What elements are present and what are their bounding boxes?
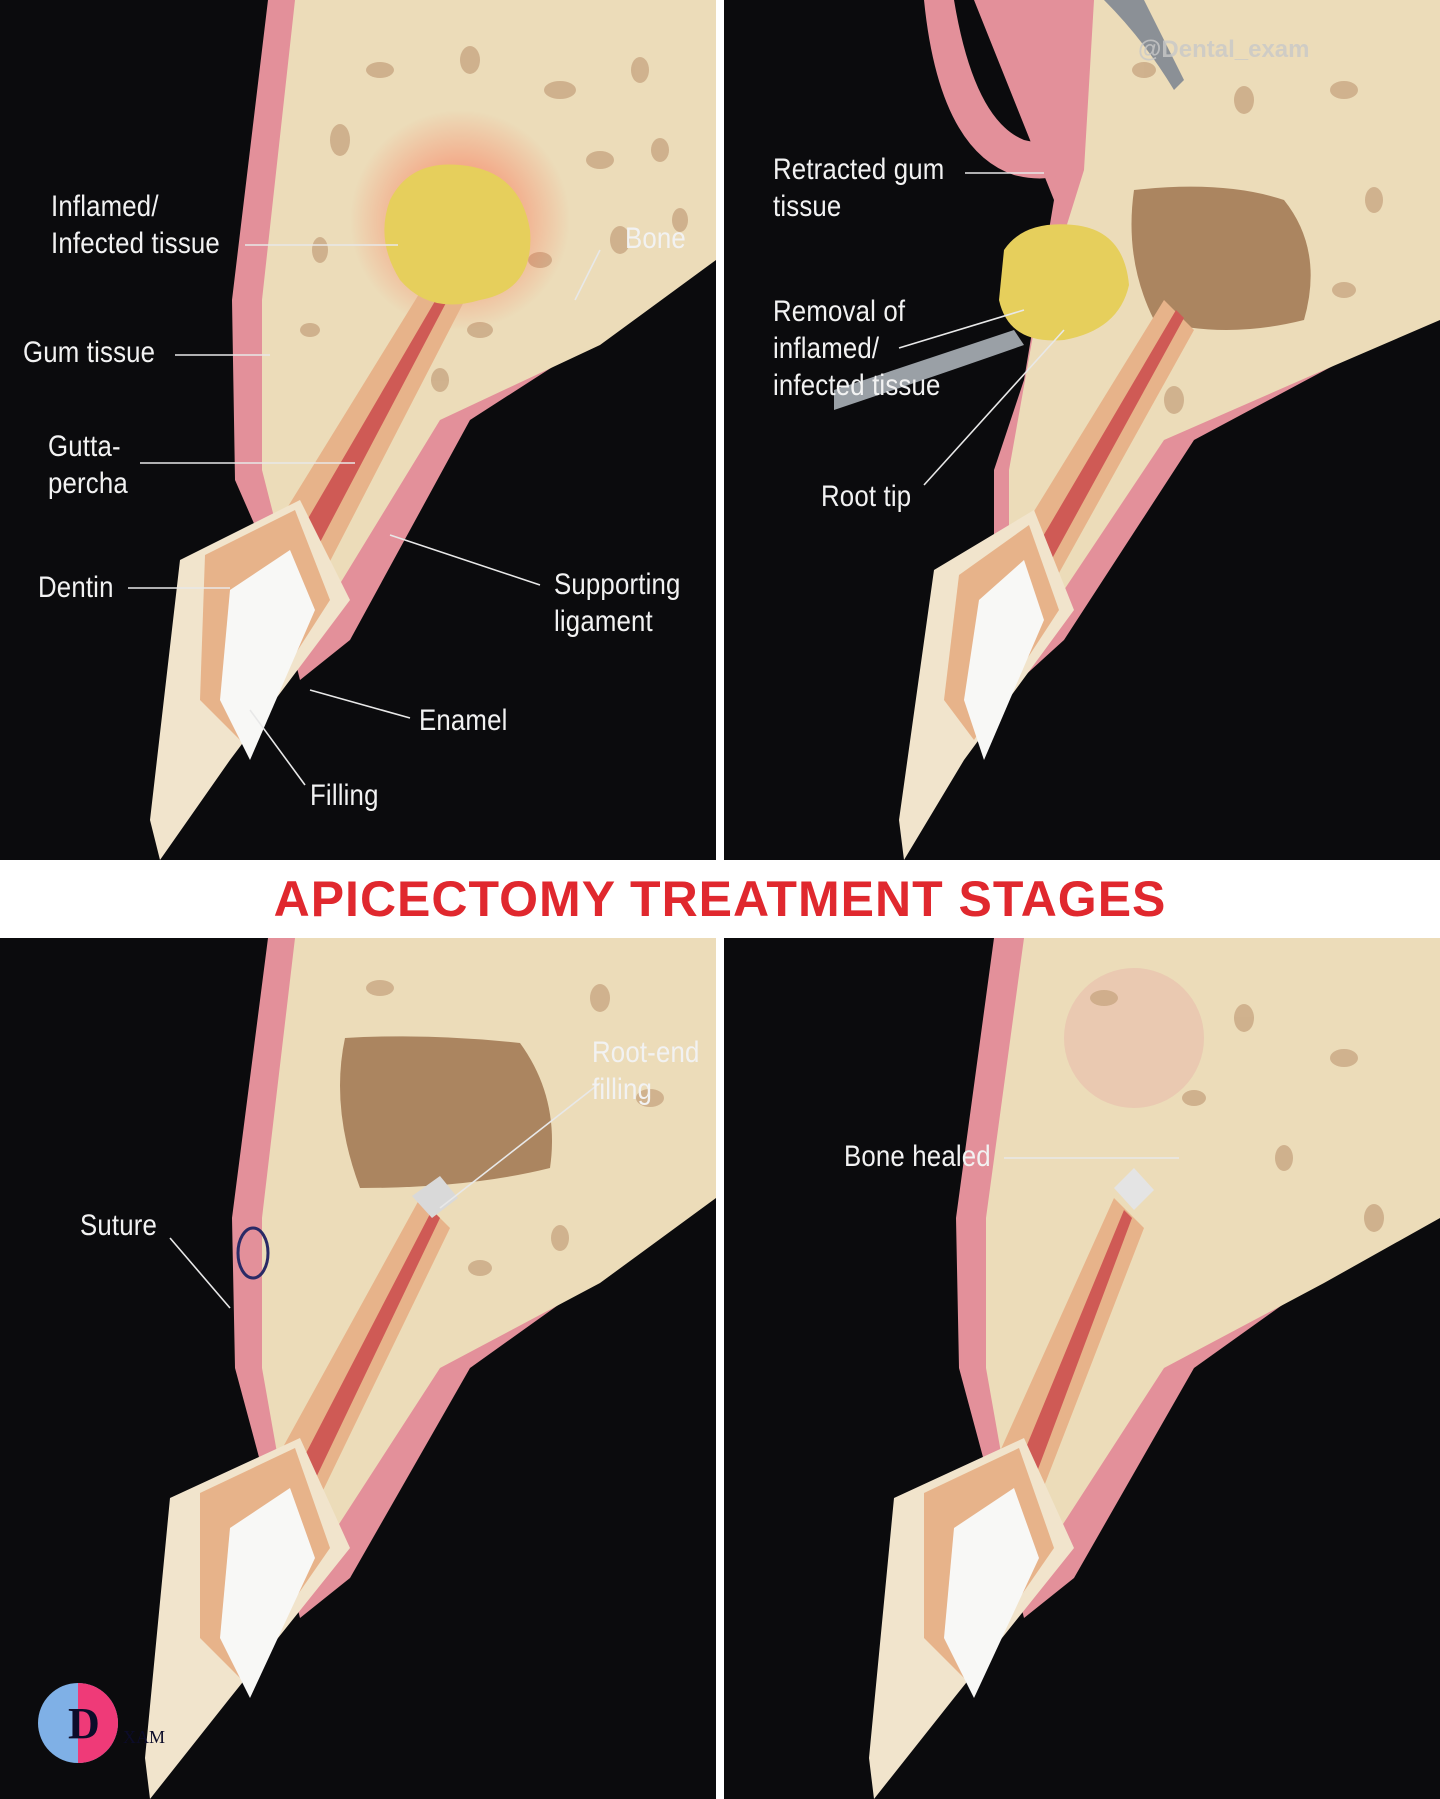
infected-tissue-removed [999,224,1129,341]
bone-window [1131,186,1311,330]
label-inflamed-tissue: Inflamed/Infected tissue [51,190,220,260]
label-bone: Bone [625,222,686,255]
bone-healed [986,938,1440,1538]
label-gutta-percha: Gutta-percha [48,430,128,500]
bone-cavity [340,1036,552,1188]
label-filling: Filling [310,779,379,812]
label-enamel: Enamel [419,704,508,737]
tooth-illustration-stage-1 [128,0,716,860]
svg-text:XAM: XAM [123,1727,165,1747]
dental-exam-logo-icon: D XAM [28,1668,208,1783]
logo-mark: D XAM [38,1683,165,1763]
forceps-instrument [1104,0,1184,90]
label-dentin: Dentin [38,571,114,604]
suture [236,1226,270,1280]
label-root-tip: Root tip [821,480,912,513]
svg-text:D: D [68,1699,100,1748]
panel-stage-4: Bone healed [724,938,1440,1799]
title-banner: APICECTOMY TREATMENT STAGES [0,860,1440,938]
page-title: APICECTOMY TREATMENT STAGES [273,871,1167,927]
bone-pores [300,46,688,392]
infected-tissue [384,164,531,305]
retracted-gum-flap [924,0,1094,179]
tooth-illustration-stage-3 [145,938,716,1799]
watermark: @Dental_exam [1138,36,1310,63]
tooth-illustration-stage-4 [869,938,1440,1799]
root-end-filling [412,1176,458,1218]
curette-instrument [834,330,1024,410]
label-suture: Suture [80,1209,158,1242]
leader-lines [128,244,601,786]
panel-stage-1: Inflamed/Infected tissue Bone Gum tissue… [0,0,716,860]
label-bone-healed: Bone healed [844,1140,991,1173]
tooth-illustration-stage-2 [834,0,1440,860]
label-gum-tissue: Gum tissue [23,336,156,369]
